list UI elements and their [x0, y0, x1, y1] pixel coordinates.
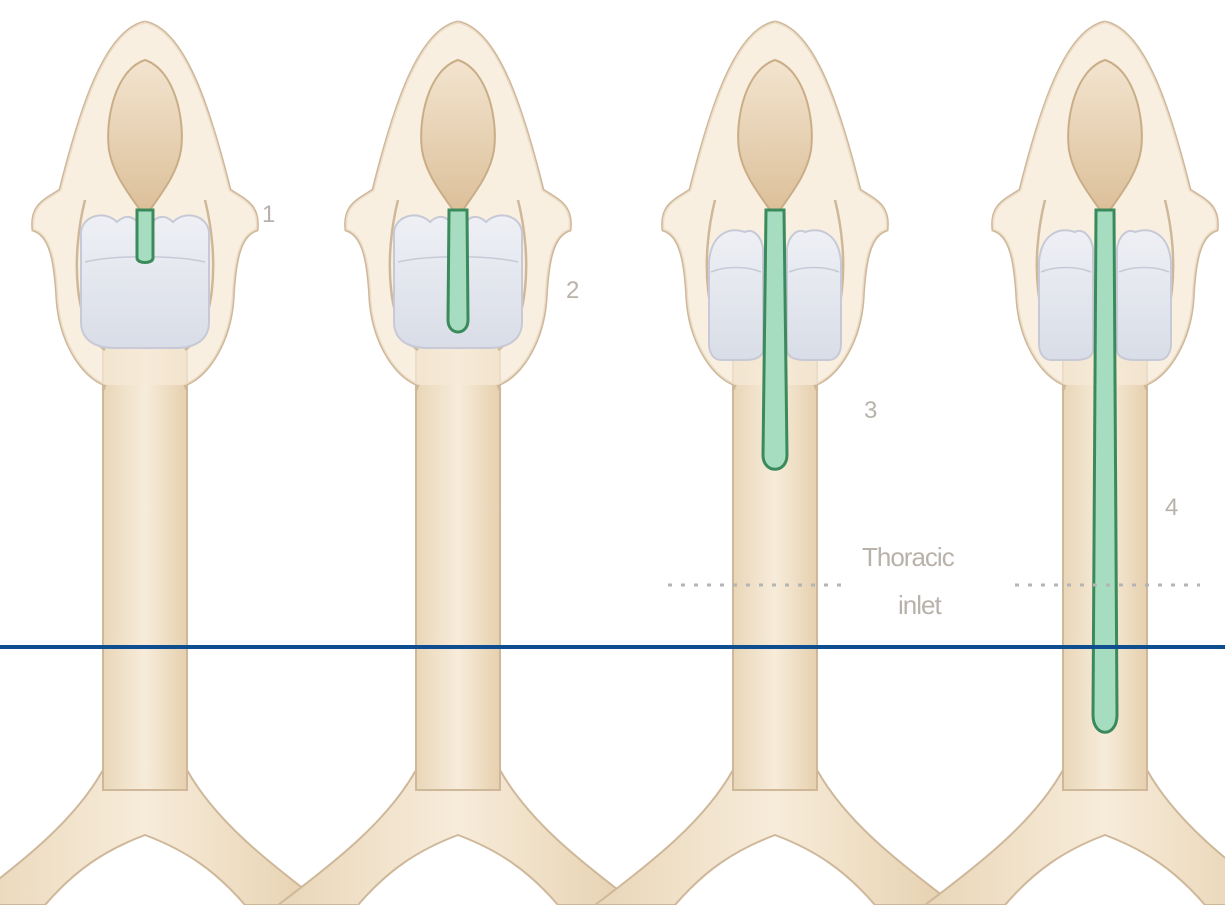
stage-label-3: 3 [864, 397, 877, 424]
lesion-stage-3 [763, 210, 787, 469]
stage-label-4: 4 [1165, 494, 1178, 521]
thoracic-inlet-label-line1: Thoracic [862, 542, 955, 572]
figure-stage-1 [0, 22, 325, 905]
figure-stage-3 [595, 22, 955, 905]
lesion-stage-2 [448, 210, 468, 332]
stage-label-1: 1 [262, 201, 275, 228]
figure-stage-2 [278, 22, 638, 905]
thoracic-inlet-label-line2: inlet [898, 590, 942, 620]
lesion-stage-1 [137, 210, 153, 263]
lesion-stage-4 [1093, 210, 1117, 732]
stage-label-2: 2 [566, 277, 579, 304]
figure-stage-4 [925, 22, 1225, 905]
